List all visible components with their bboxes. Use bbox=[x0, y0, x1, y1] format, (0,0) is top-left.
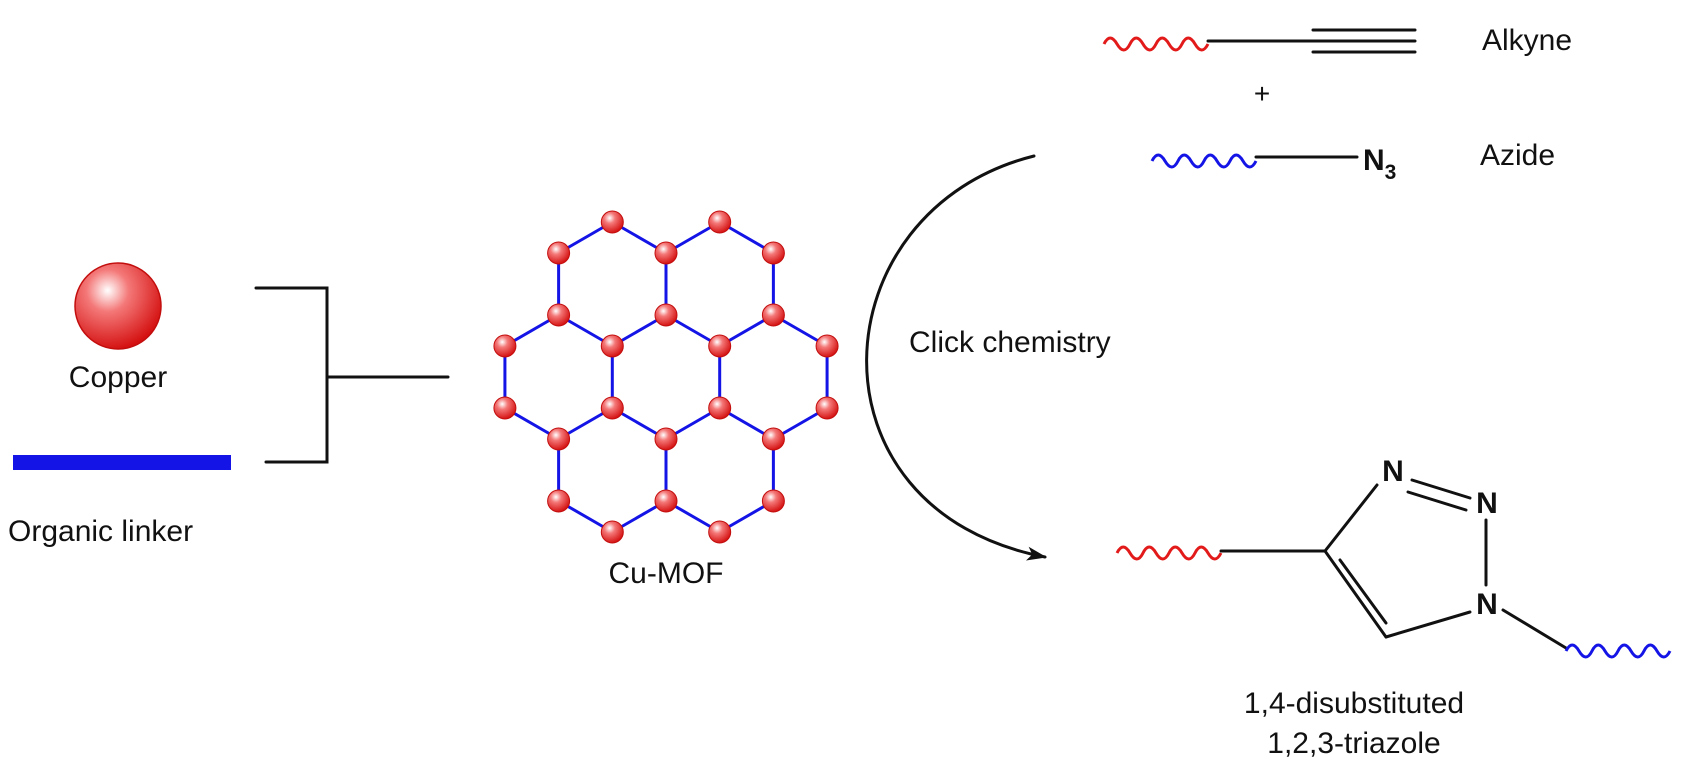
mof-copper-node bbox=[761, 303, 785, 327]
product-alkyne-squiggle bbox=[1115, 545, 1223, 561]
mof-network bbox=[493, 210, 839, 544]
azide-label: Azide bbox=[1480, 139, 1555, 172]
mof-copper-node bbox=[600, 396, 624, 420]
mof-copper-node bbox=[815, 396, 839, 420]
mof-copper-node bbox=[547, 489, 571, 513]
mof-copper-node bbox=[708, 334, 732, 358]
triazole-n1-atom: N bbox=[1476, 588, 1498, 621]
mof-copper-node bbox=[761, 489, 785, 513]
product-azide-squiggle bbox=[1564, 643, 1672, 659]
mof-copper-node bbox=[547, 427, 571, 451]
mof-copper-nodes bbox=[493, 210, 839, 544]
click-chemistry-label: Click chemistry bbox=[909, 326, 1111, 359]
combine-bracket bbox=[254, 286, 450, 464]
organic-linker-label: Organic linker bbox=[8, 515, 193, 548]
mof-copper-node bbox=[761, 427, 785, 451]
organic-linker-bar bbox=[13, 455, 231, 470]
product-n1-bond bbox=[1501, 608, 1568, 650]
mof-copper-node bbox=[654, 241, 678, 265]
mof-copper-node bbox=[708, 210, 732, 234]
alkyne-chain-squiggle bbox=[1102, 36, 1210, 52]
mof-copper-node bbox=[708, 396, 732, 420]
mof-linker-edges bbox=[503, 220, 829, 534]
cu-mof-label: Cu-MOF bbox=[609, 557, 724, 590]
plus-sign: + bbox=[1254, 78, 1270, 109]
mof-copper-node bbox=[600, 334, 624, 358]
mof-copper-node bbox=[654, 427, 678, 451]
azide-group-label: N3 bbox=[1363, 144, 1396, 184]
azide-chain-squiggle bbox=[1150, 153, 1258, 169]
mof-copper-node bbox=[493, 334, 517, 358]
reaction-arrow bbox=[865, 154, 1047, 561]
alkyne-label: Alkyne bbox=[1482, 24, 1572, 57]
product-name-line2: 1,2,3-triazole bbox=[1267, 727, 1440, 760]
mof-copper-node bbox=[547, 303, 571, 327]
mof-copper-node bbox=[600, 210, 624, 234]
copper-label: Copper bbox=[69, 361, 167, 394]
mof-copper-node bbox=[493, 396, 517, 420]
mof-copper-node bbox=[600, 520, 624, 544]
mof-copper-node bbox=[654, 303, 678, 327]
mof-copper-node bbox=[654, 489, 678, 513]
copper-sphere bbox=[74, 262, 162, 350]
triazole-ring bbox=[1323, 478, 1488, 639]
mof-copper-node bbox=[815, 334, 839, 358]
triazole-n2-atom: N bbox=[1476, 487, 1498, 520]
triazole-n3-atom: N bbox=[1382, 455, 1404, 488]
mof-copper-node bbox=[761, 241, 785, 265]
alkyne-triple-bond bbox=[1311, 28, 1417, 54]
mof-copper-node bbox=[708, 520, 732, 544]
product-name-line1: 1,4-disubstituted bbox=[1244, 687, 1464, 720]
mof-copper-node bbox=[547, 241, 571, 265]
